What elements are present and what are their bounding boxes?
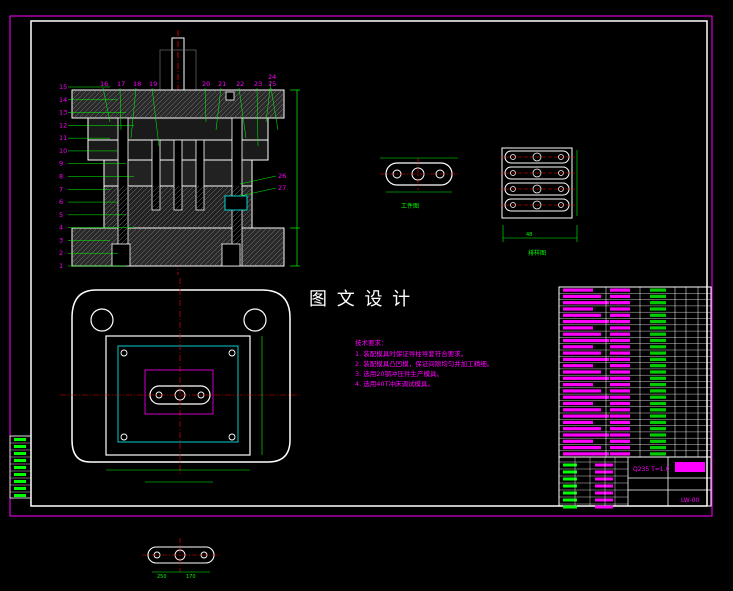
- technical-requirements: 技术要求： 1. 装配模具时保证导柱导套符合要求。 2. 装配模具凸凹模，保证间…: [355, 338, 493, 388]
- tech-req-title: 技术要求：: [355, 338, 388, 347]
- part-number-label: 9: [59, 160, 63, 168]
- part-number-label: 26: [278, 172, 286, 180]
- layout-label: 排样图: [528, 249, 546, 257]
- material-thickness: Q235 T=1.0: [633, 466, 669, 473]
- part-number-label: 10: [59, 147, 67, 155]
- tech-req-item: 1. 装配模具时保证导柱导套符合要求。: [355, 349, 467, 358]
- workpiece-label: 工件图: [401, 202, 419, 210]
- part-number-label: 11: [59, 134, 67, 142]
- part-number-label: 25: [268, 80, 276, 88]
- workpiece-view: 工件图: [380, 157, 458, 210]
- part-number-label: 18: [133, 80, 141, 88]
- tech-req-item: 3. 选用20钢冲压件生产模具。: [355, 369, 443, 378]
- tech-req-item: 2. 装配模具凸凹模，保证间隙均匀并加工精细。: [355, 359, 493, 368]
- plan-view: [60, 278, 300, 483]
- drawing-frame: [30, 20, 708, 507]
- tech-req-item: 4. 选用40T冲床调试模具。: [355, 379, 434, 388]
- part-number-label: 13: [59, 109, 67, 117]
- part-leader-lines: [68, 80, 279, 267]
- part-number-label: 1: [59, 262, 63, 270]
- strip-layout-view: 48 排样图: [500, 147, 578, 257]
- part-number-label: 4: [59, 224, 63, 232]
- layout-dimension: 48: [526, 232, 532, 238]
- part-number-label: 14: [59, 96, 67, 104]
- part-number-label: 12: [59, 121, 67, 129]
- part-number-label: 27: [278, 184, 286, 192]
- watermark-text: 图 文 设 计: [309, 289, 412, 310]
- part-number-label: 6: [59, 198, 63, 206]
- parts-list-table: [558, 286, 712, 458]
- part-number-label: 16: [100, 80, 108, 88]
- part-number-label: 7: [59, 185, 63, 193]
- outer-border: [9, 15, 713, 517]
- part-number-label: 15: [59, 83, 67, 91]
- part-number-label: 17: [117, 80, 125, 88]
- detail-view-bottom: 250 170: [142, 538, 220, 580]
- part-number-label: 22: [236, 80, 244, 88]
- part-number-label: 8: [59, 173, 63, 181]
- part-number-label: 2: [59, 249, 63, 257]
- part-number-label: 21: [218, 80, 226, 88]
- bottom-dim-right: 170: [186, 574, 196, 580]
- assembly-section-view: [71, 30, 300, 275]
- part-number-label: 19: [149, 80, 157, 88]
- title-block: Q235 T=1.0 LW-00: [558, 456, 712, 509]
- part-numbers-left: 15 14 13 12 11 10 9 8 7 6 5 4 3 2 1: [59, 83, 67, 270]
- part-number-label: 3: [59, 236, 63, 244]
- part-number-label: 20: [202, 80, 210, 88]
- bottom-dim-left: 250: [157, 574, 167, 580]
- part-number-label: 24: [268, 73, 276, 81]
- drawing-code: LW-00: [681, 497, 699, 504]
- part-number-label: 5: [59, 211, 63, 219]
- part-number-label: 23: [254, 80, 262, 88]
- revision-table: [9, 435, 32, 499]
- part-numbers-right: 26 27: [278, 172, 286, 192]
